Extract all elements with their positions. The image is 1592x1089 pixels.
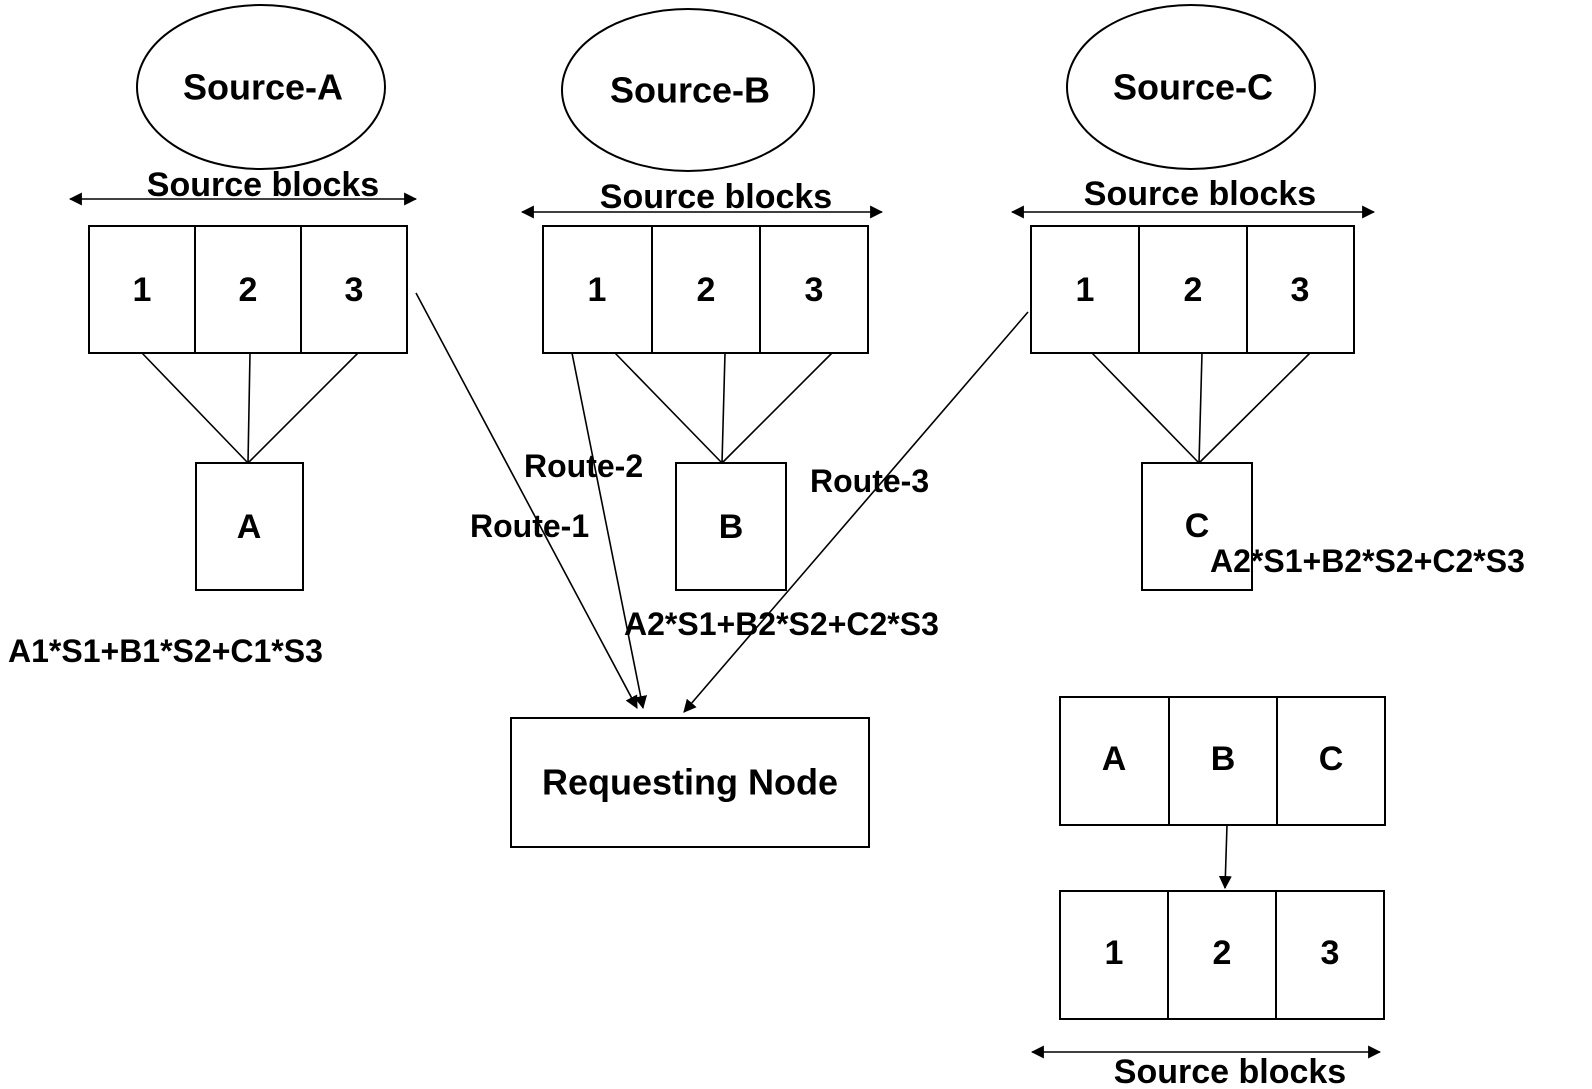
source-c-block-3-label: 3 (1291, 271, 1310, 309)
route-2-arrow (571, 352, 648, 710)
route-1-arrow (415, 292, 638, 709)
route-1-label: Route-1 (470, 508, 589, 544)
edge-c1-to-c (1091, 352, 1200, 464)
source-c-block-2-label: 2 (1184, 271, 1203, 309)
source-a-block-1-label: 1 (133, 271, 152, 309)
decoded-block-1 (1059, 890, 1169, 1020)
encoded-block-b (675, 462, 787, 591)
decoded-blocks-label: Source blocks (1114, 1053, 1346, 1089)
edge-c2-to-c (1198, 352, 1203, 464)
source-b-group: Source-B Source blocks 1 2 3 B A2*S1+B2*… (520, 8, 939, 642)
source-b-block-3 (759, 225, 869, 354)
source-b-block-2-label: 2 (697, 271, 716, 309)
decoded-block-3 (1275, 890, 1385, 1020)
source-c-node (1066, 4, 1316, 170)
source-c-group: Source-C Source blocks 1 2 3 C A2*S1+B2*… (1010, 4, 1525, 591)
edge-c3-to-c (1198, 352, 1311, 464)
equation-b: A2*S1+B2*S2+C2*S3 (624, 606, 939, 642)
encoded-block-a-label: A (237, 508, 262, 546)
coded-block-b-label: B (1211, 740, 1236, 778)
source-a-node (136, 4, 386, 170)
route-3-label: Route-3 (810, 463, 929, 499)
requesting-node (510, 717, 870, 848)
encoded-block-b-label: B (719, 508, 744, 546)
decode-arrow (1218, 824, 1232, 890)
edge-a2-to-a (247, 352, 251, 464)
decoded-block-2 (1167, 890, 1277, 1020)
edge-a3-to-a (247, 352, 359, 464)
source-a-block-1 (88, 225, 196, 354)
source-c-blocks-label: Source blocks (1084, 175, 1316, 213)
source-a-block-2-label: 2 (239, 271, 258, 309)
source-c-block-1 (1030, 225, 1140, 354)
source-b-block-1-label: 1 (588, 271, 607, 309)
encoded-block-a (195, 462, 304, 591)
route-2-label: Route-2 (524, 448, 643, 484)
source-b-label: Source-B (610, 70, 770, 111)
edge-b2-to-b (721, 352, 726, 464)
coded-block-a (1059, 696, 1170, 826)
source-a-group: Source-A Source blocks 1 2 3 A A1*S1+B1*… (8, 4, 418, 669)
source-a-block-3-label: 3 (345, 271, 364, 309)
source-c-block-1-label: 1 (1076, 271, 1095, 309)
source-b-block-3-label: 3 (805, 271, 824, 309)
edge-b3-to-b (721, 352, 833, 464)
route-3-arrow (683, 311, 1029, 713)
decoded-block-2-label: 2 (1213, 934, 1232, 972)
edge-a1-to-a (141, 352, 249, 464)
coded-block-c (1276, 696, 1386, 826)
requesting-node-label: Requesting Node (542, 762, 838, 803)
equation-a: A1*S1+B1*S2+C1*S3 (8, 633, 323, 669)
decoded-block-3-label: 3 (1321, 934, 1340, 972)
source-c-block-2 (1138, 225, 1248, 354)
encoded-block-c-label: C (1185, 507, 1210, 545)
source-b-block-2 (651, 225, 761, 354)
source-a-blocks-label: Source blocks (147, 166, 379, 204)
source-a-block-3 (300, 225, 408, 354)
coded-block-b (1168, 696, 1278, 826)
source-c-label: Source-C (1113, 67, 1273, 108)
decode-group: A B C 1 2 3 Source blocks (1030, 696, 1386, 1089)
source-b-blocks-label: Source blocks (600, 178, 832, 216)
routes-group: Route-1 Route-2 Route-3 Requesting Node (415, 292, 1029, 848)
decoded-block-1-label: 1 (1105, 934, 1124, 972)
encoded-block-c (1141, 462, 1253, 591)
source-a-block-2 (194, 225, 302, 354)
source-a-label: Source-A (183, 67, 343, 108)
equation-c: A2*S1+B2*S2+C2*S3 (1210, 543, 1525, 579)
source-c-block-3 (1246, 225, 1355, 354)
coded-block-a-label: A (1102, 740, 1127, 778)
source-b-node (561, 8, 815, 172)
edge-b1-to-b (614, 352, 723, 464)
coded-block-c-label: C (1319, 740, 1344, 778)
